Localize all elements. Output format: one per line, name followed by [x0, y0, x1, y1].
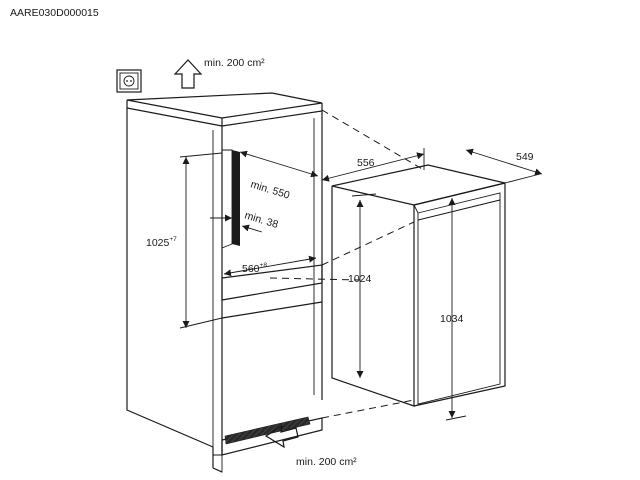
document-code: AARE030D000015 — [10, 7, 99, 19]
appliance-width-dimension — [321, 148, 425, 182]
appliance-total-height-dimension — [445, 198, 467, 421]
niche-width-dimension — [223, 255, 317, 277]
niche-gap-dimension — [210, 214, 263, 233]
appliance-body-height-dimension — [351, 193, 377, 378]
niche-height-label: 1025+7 — [146, 236, 177, 249]
power-socket-icon — [116, 69, 142, 93]
projection-lines — [269, 109, 425, 419]
niche-height-dimension — [179, 152, 223, 329]
appliance-body-height-label: 1024 — [348, 273, 372, 285]
appliance-fridge — [331, 164, 506, 407]
cabinet-niche — [126, 92, 323, 473]
niche-depth-label: min. 550 — [249, 178, 291, 201]
niche-width-label: 560+8 — [242, 262, 267, 275]
top-ventilation-label: min. 200 cm² — [204, 57, 265, 69]
appliance-width-label: 556 — [357, 157, 375, 169]
top-ventilation-arrow-icon — [173, 59, 203, 89]
bottom-ventilation-arrow-icon — [264, 424, 299, 449]
appliance-depth-dimension — [465, 148, 543, 184]
appliance-total-height-label: 1034 — [440, 313, 464, 325]
appliance-depth-label: 549 — [516, 151, 534, 163]
bottom-ventilation-label: min. 200 cm² — [296, 456, 357, 468]
niche-depth-dimension — [239, 150, 319, 178]
